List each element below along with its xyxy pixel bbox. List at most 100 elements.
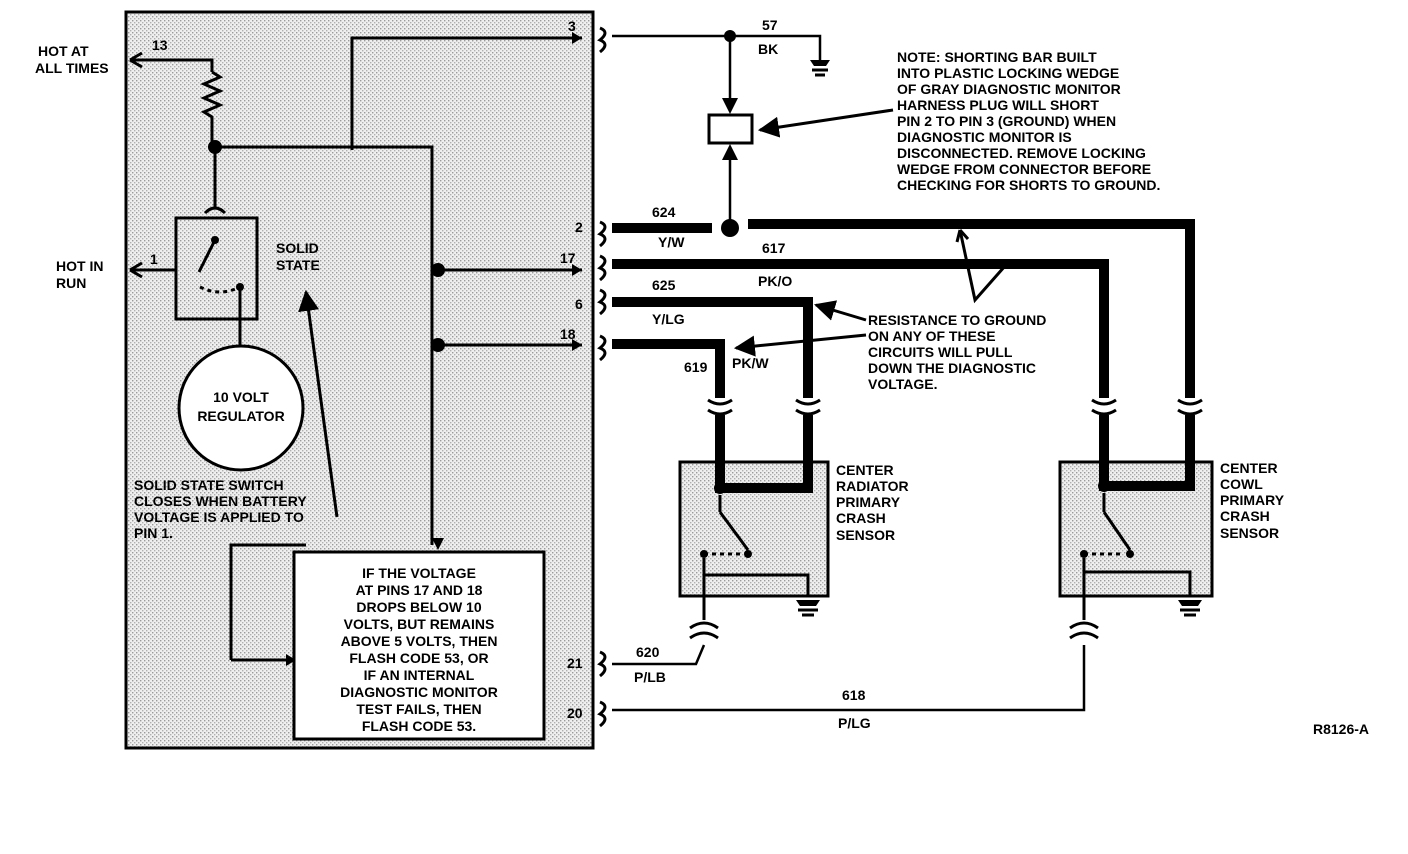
radiator-label-5: SENSOR [836, 527, 895, 543]
pin-18-arrow-icon [572, 339, 582, 351]
resistance-arrow-619 [733, 333, 867, 357]
connector-pin-2-icon [597, 220, 607, 248]
shorting-bar-box [707, 113, 754, 145]
pin-21-label: 21 [567, 655, 583, 671]
pin-6-label: 6 [575, 296, 583, 312]
figure-id: R8126-A [1313, 721, 1369, 737]
hot-at-all-times-arrow-icon [129, 51, 143, 69]
pin-3-arrow-icon [572, 32, 582, 44]
regulator-label-2: REGULATOR [197, 408, 284, 424]
regulator-circle [177, 344, 305, 472]
connector-hooks [597, 26, 607, 728]
voltage-note-line-4: VOLTS, BUT REMAINS [344, 616, 495, 632]
voltage-note-line-1: IF THE VOLTAGE [362, 565, 476, 581]
connector-pin-21-icon [597, 650, 607, 678]
hot-in-run-line-1: HOT IN [56, 258, 103, 274]
connector-pin-20-icon [597, 700, 607, 728]
center-radiator-sensor [612, 415, 830, 666]
switch-note-line-4: PIN 1. [134, 525, 173, 541]
pin-17-label: 17 [560, 250, 576, 266]
connector-pin-17-icon [597, 254, 607, 282]
pin-20-label: 20 [567, 705, 583, 721]
cowl-ground-icon [1178, 600, 1202, 617]
switch-blade-icon [197, 239, 217, 273]
cowl-label-5: SENSOR [1220, 525, 1279, 541]
resistance-note-line-1: RESISTANCE TO GROUND [868, 312, 1046, 328]
cowl-label-3: PRIMARY [1220, 492, 1285, 508]
shorting-bar-down-arrow-icon [722, 98, 738, 114]
radiator-lower-connector-icon [689, 621, 719, 640]
voltage-note-box [292, 550, 546, 741]
voltage-note-line-5: ABOVE 5 VOLTS, THEN [341, 633, 498, 649]
shorting-bar-up-arrow-icon [722, 144, 738, 160]
circuit-625-label: 625 [652, 277, 676, 293]
connector-pin-6-icon [597, 288, 607, 316]
voltage-note-line-8: DIAGNOSTIC MONITOR [340, 684, 498, 700]
resistance-note-line-3: CIRCUITS WILL PULL [868, 344, 1013, 360]
pin-2-label: 2 [575, 219, 583, 235]
circuit-624-label: 624 [652, 204, 676, 220]
shorting-note-line-6: DIAGNOSTIC MONITOR IS [897, 129, 1072, 145]
switch-note-line-3: VOLTAGE IS APPLIED TO [134, 509, 304, 525]
shorting-note-line-7: DISCONNECTED. REMOVE LOCKING [897, 145, 1146, 161]
shorting-note-line-8: WEDGE FROM CONNECTOR BEFORE [897, 161, 1151, 177]
circuit-619-color: PK/W [732, 355, 769, 371]
junction-dot-624 [721, 219, 739, 237]
shorting-note-line-9: CHECKING FOR SHORTS TO GROUND. [897, 177, 1160, 193]
diagnostic-module: 13 1 10 VOLT REGULATOR SOLID STATE SOLID… [124, 10, 595, 750]
ground-icon [810, 60, 830, 77]
hot-at-all-times-line-1: HOT AT [38, 43, 89, 59]
voltage-note-line-3: DROPS BELOW 10 [356, 599, 481, 615]
circuit-617-color: PK/O [758, 273, 792, 289]
pin-17-arrow-icon [572, 264, 582, 276]
resistance-note-line-5: VOLTAGE. [868, 376, 937, 392]
cowl-label-2: COWL [1220, 476, 1263, 492]
radiator-ground-icon [796, 600, 820, 617]
center-cowl-sensor [612, 415, 1214, 712]
radiator-label-3: PRIMARY [836, 494, 901, 510]
resistance-arrow-head-624-icon [955, 229, 970, 243]
switch-note-line-2: CLOSES WHEN BATTERY [134, 493, 307, 509]
cowl-label-4: CRASH [1220, 508, 1270, 524]
circuit-620-label: 620 [636, 644, 660, 660]
cowl-lower-connector-icon [1069, 621, 1099, 640]
circuit-625-color: Y/LG [652, 311, 685, 327]
radiator-label-4: CRASH [836, 510, 886, 526]
voltage-note-line-6: FLASH CODE 53, OR [349, 650, 488, 666]
cowl-sensor-loop [1099, 415, 1195, 491]
circuit-619-label: 619 [684, 359, 708, 375]
circuit-618-color: P/LG [838, 715, 871, 731]
switch-dashed-link-icon [199, 285, 241, 294]
regulator-label-1: 10 VOLT [213, 389, 269, 405]
wire-circuit-617 [612, 259, 1109, 398]
radiator-sensor-loop [715, 415, 813, 493]
switch-contact-icon [203, 206, 227, 215]
hot-at-all-times-line-2: ALL TIMES [35, 60, 109, 76]
note-feed-arrow-icon [286, 654, 296, 666]
hot-in-run-line-2: RUN [56, 275, 86, 291]
wire-regulator-to-bus [215, 145, 434, 545]
voltage-note-line-7: IF AN INTERNAL [364, 667, 475, 683]
radiator-switch-blade-icon [718, 511, 750, 551]
wire-circuit-618 [612, 645, 1086, 712]
shorting-bar-note-arrow [757, 108, 894, 138]
shorting-bar-note: NOTE: SHORTING BAR BUILT INTO PLASTIC LO… [897, 49, 1160, 193]
resistance-arrow-625 [813, 300, 867, 322]
shorting-note-line-3: OF GRAY DIAGNOSTIC MONITOR [897, 81, 1121, 97]
shorting-note-line-1: NOTE: SHORTING BAR BUILT [897, 49, 1097, 65]
wire-circuit-57 [612, 34, 822, 60]
switch-note-line-1: SOLID STATE SWITCH [134, 477, 284, 493]
resistor-icon [200, 70, 224, 145]
pin-13-label: 13 [152, 37, 168, 53]
wire-circuit-619 [612, 339, 725, 398]
resistance-arrow-zigzag [958, 229, 1007, 304]
connector-pin-18-icon [597, 334, 607, 362]
wire-circuit-620 [612, 644, 706, 666]
cowl-switch-blade-icon [1102, 511, 1132, 551]
circuit-57-color: BK [758, 41, 778, 57]
wire-circuit-624-to-cowl [748, 219, 1195, 398]
voltage-note-line-9: TEST FAILS, THEN [356, 701, 481, 717]
resistance-note-line-4: DOWN THE DIAGNOSTIC [868, 360, 1036, 376]
sensor-connector-icons [707, 398, 1203, 416]
radiator-label-2: RADIATOR [836, 478, 909, 494]
